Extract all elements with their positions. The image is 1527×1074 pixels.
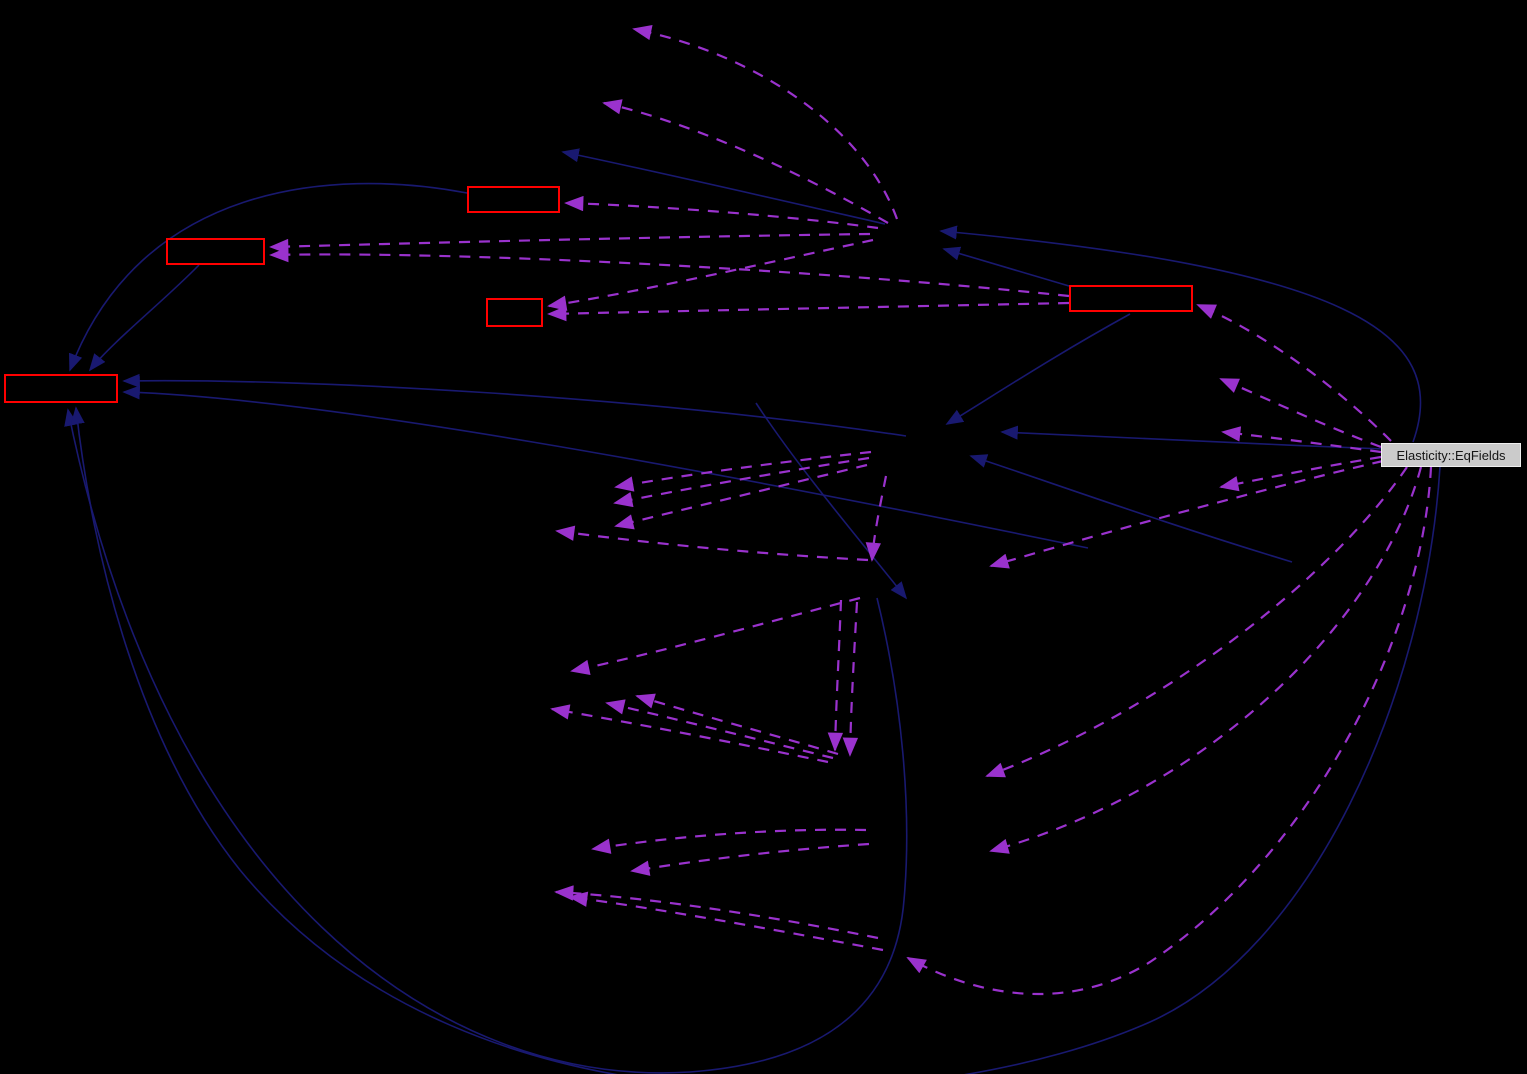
inh-top-mid-to-far-left bbox=[69, 182, 468, 372]
use-eqfields-fan-7 bbox=[906, 466, 1433, 996]
node-upper-left[interactable] bbox=[166, 238, 265, 265]
use-eqfields-fan-1 bbox=[1219, 377, 1382, 449]
inh-to-hub2-c bbox=[969, 454, 1293, 563]
use-hub1-to-top-mid-box bbox=[564, 195, 879, 230]
use-upper-right-to-upper-left bbox=[269, 246, 1070, 298]
inh-upper-left-to-far-left bbox=[88, 264, 200, 372]
use-eqfields-to-upper-right bbox=[1196, 303, 1392, 442]
node-far-left[interactable] bbox=[4, 374, 118, 403]
inh-to-hub2-a bbox=[945, 313, 1131, 425]
use-vertical-2 bbox=[827, 599, 844, 752]
use-hub1-to-mid-small bbox=[547, 238, 874, 311]
node-top-mid[interactable] bbox=[467, 186, 560, 213]
use-hub1-to-upper-left bbox=[269, 232, 871, 255]
use-vertical-1 bbox=[865, 475, 888, 562]
use-mid-fan-b2 bbox=[635, 693, 839, 756]
use-mid-fan-a3 bbox=[614, 463, 868, 530]
use-vertical-3 bbox=[842, 601, 859, 757]
use-hub1-to-top2 bbox=[602, 99, 889, 224]
use-mid-fan-c4 bbox=[568, 891, 884, 952]
use-mid-fan-b4 bbox=[550, 704, 829, 764]
use-eqfields-fan-6 bbox=[989, 466, 1423, 854]
node-mid-small[interactable] bbox=[486, 298, 543, 327]
use-mid-fan-b3 bbox=[605, 699, 834, 760]
inh-right-hub-to-far-left-1 bbox=[122, 373, 907, 437]
use-hub1-to-topmost bbox=[632, 24, 899, 220]
use-mid-fan-c2 bbox=[630, 842, 870, 876]
node-eqfields[interactable]: Elasticity::EqFields bbox=[1381, 443, 1521, 467]
use-mid-fan-a4 bbox=[555, 525, 869, 562]
use-eqfields-fan-4 bbox=[989, 459, 1384, 569]
use-eqfields-fan-5 bbox=[985, 466, 1408, 778]
inh-bottom-sweep-inner bbox=[64, 408, 908, 1074]
use-mid-fan-b1 bbox=[570, 596, 861, 675]
inh-right-mid-to-far-left-2 bbox=[122, 385, 1089, 549]
use-upper-right-to-mid-small bbox=[547, 301, 1070, 322]
node-upper-right[interactable] bbox=[1069, 285, 1193, 312]
use-eqfields-fan-3 bbox=[1219, 455, 1382, 492]
inh-upper-right-to-hub1 bbox=[942, 246, 1070, 287]
use-mid-fan-a2 bbox=[613, 456, 870, 508]
inh-hub1-to-top-node bbox=[561, 148, 886, 225]
use-mid-fan-c3 bbox=[554, 885, 879, 940]
use-eqfields-fan-2 bbox=[1221, 426, 1382, 454]
use-mid-fan-c1 bbox=[591, 828, 867, 854]
inh-bottom-sweep-outer bbox=[70, 406, 1441, 1074]
use-mid-fan-a1 bbox=[614, 450, 872, 492]
inh-to-hub2-b bbox=[1000, 425, 1385, 450]
inh-cross-down bbox=[755, 402, 908, 600]
inh-eqfields-to-hub1-arc bbox=[939, 225, 1422, 443]
